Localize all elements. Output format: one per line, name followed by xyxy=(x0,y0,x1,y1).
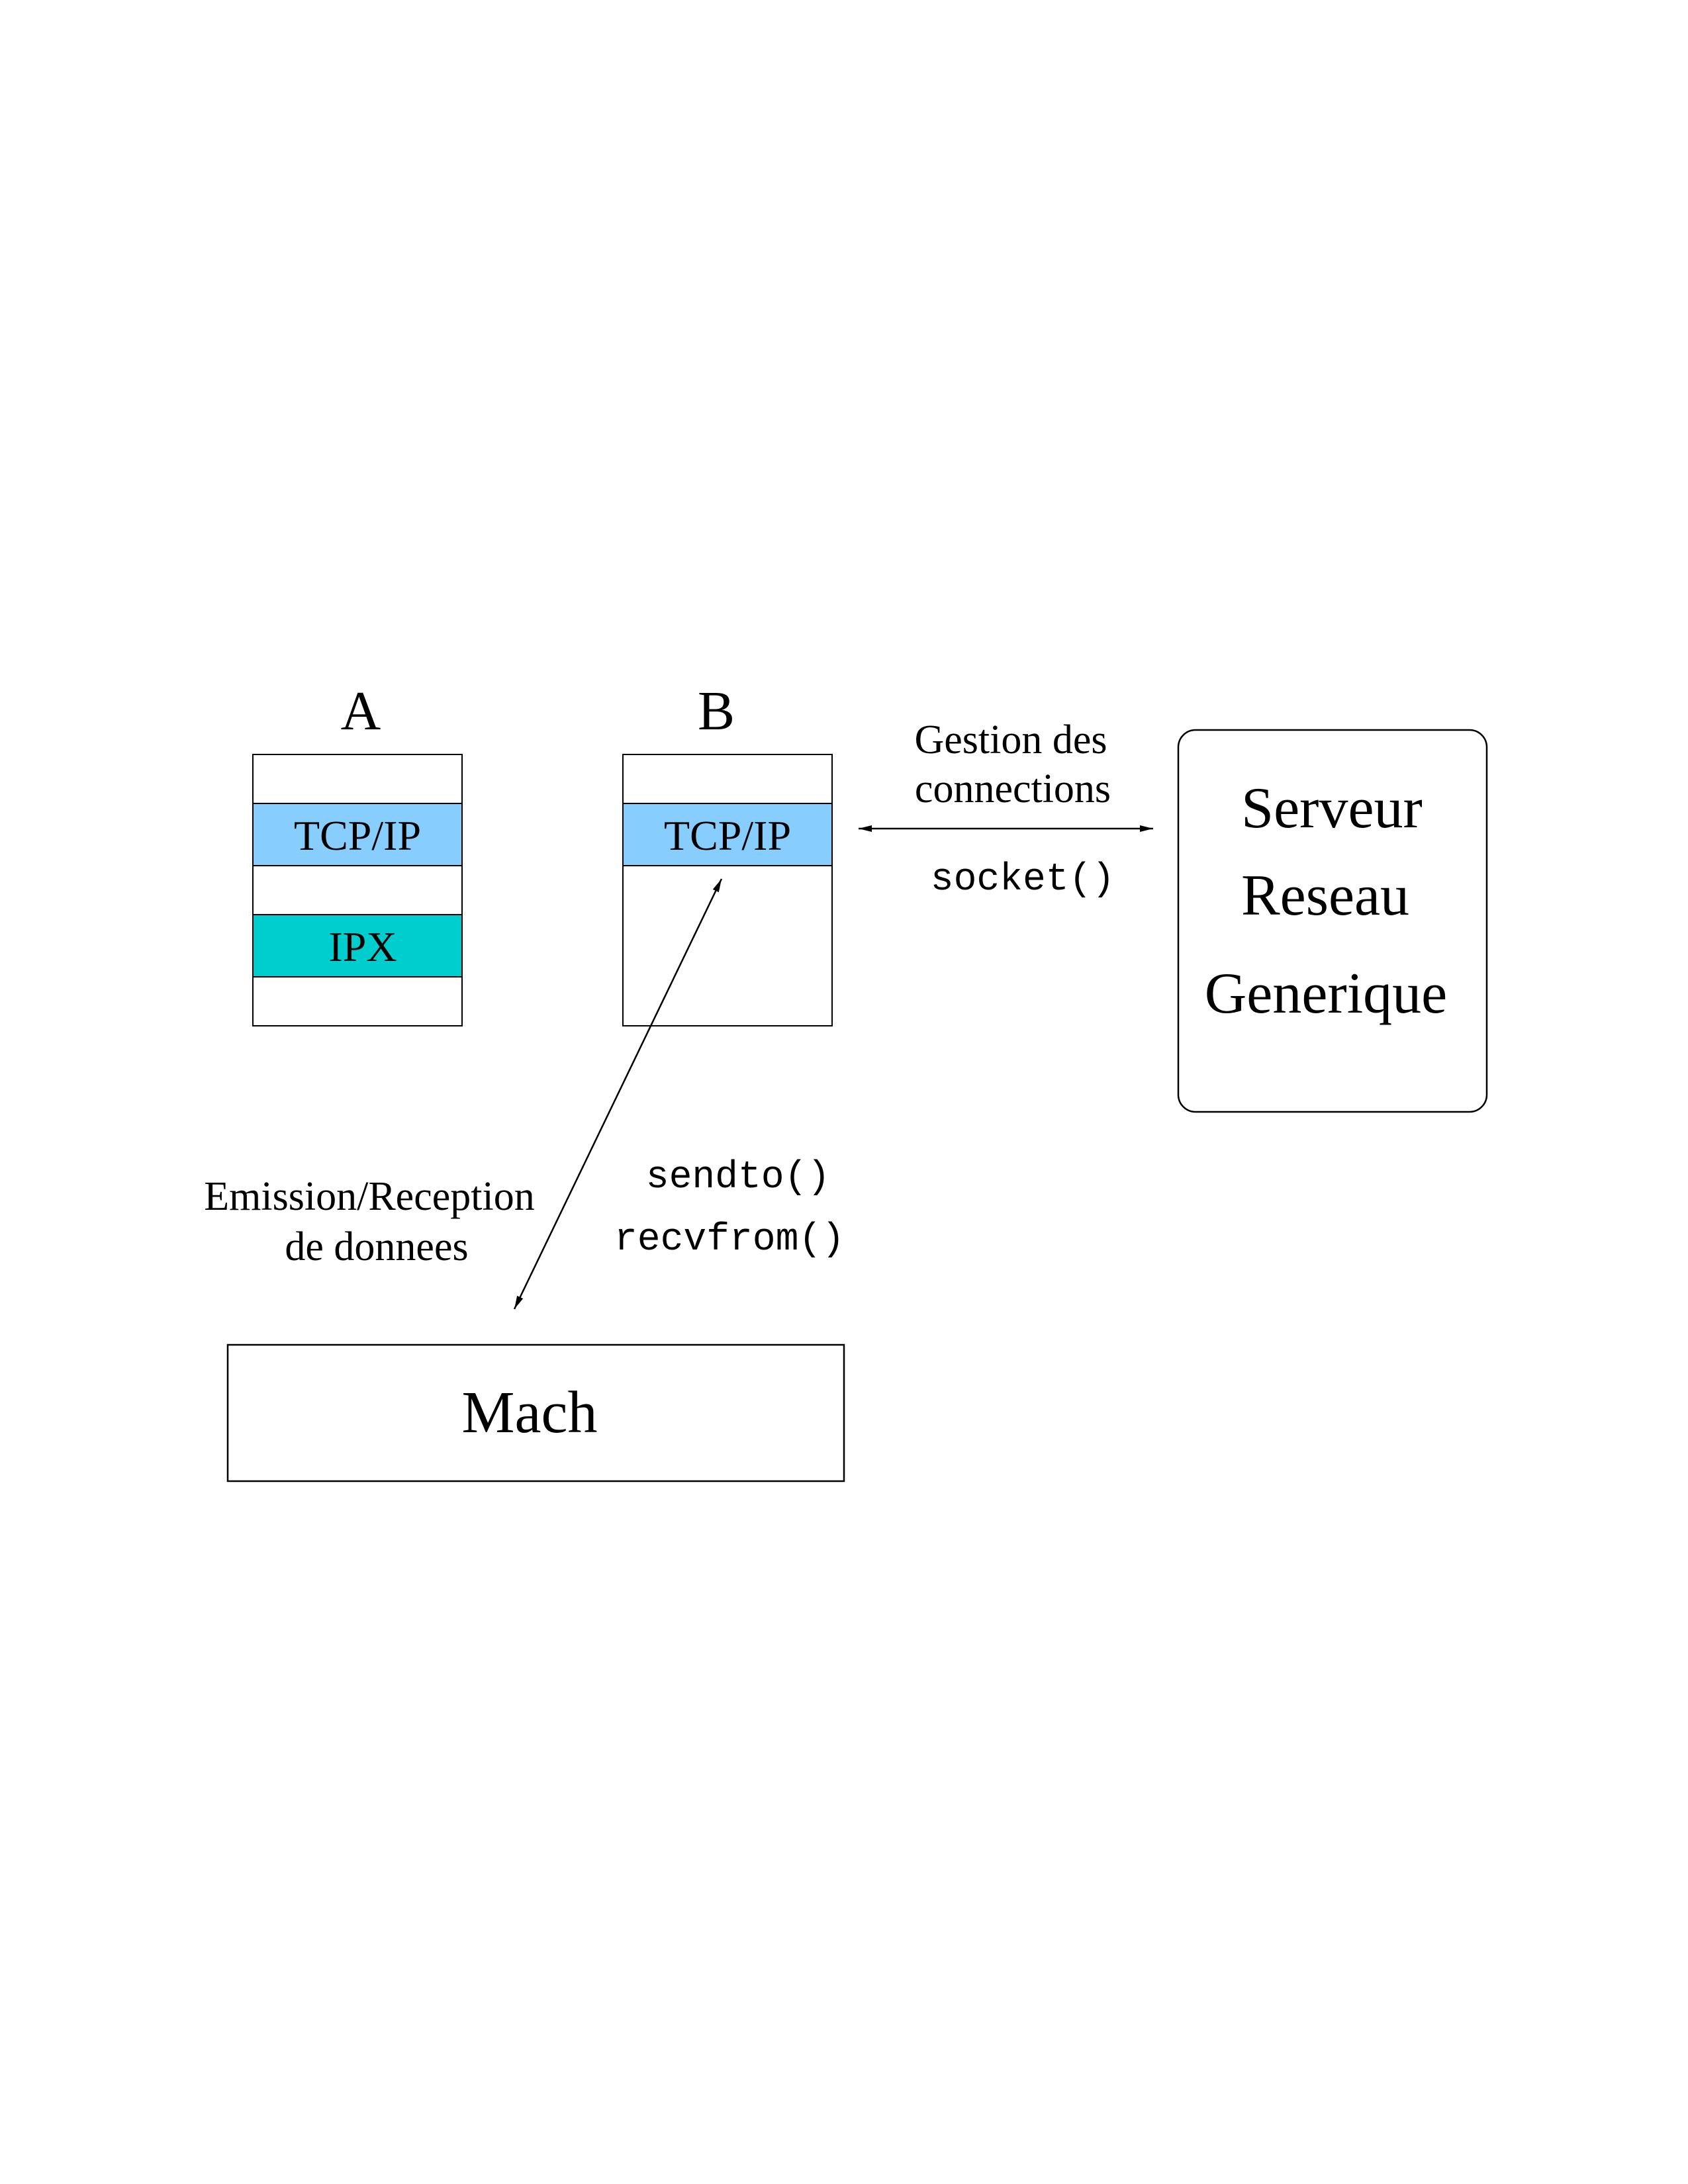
stack-b: B TCP/IP xyxy=(622,680,833,1026)
data-link: Emission/Reception de donnees sendto() r… xyxy=(204,878,845,1310)
stack-b-layer-tcpip xyxy=(622,803,833,866)
data-arrow xyxy=(513,878,723,1310)
server-frame xyxy=(1177,729,1488,1113)
stack-a-layer-ipx xyxy=(252,914,463,978)
connection-label-line2: connections xyxy=(915,766,1111,811)
connection-link: Gestion des connections socket() xyxy=(859,717,1153,901)
mach-box: Mach xyxy=(226,1343,845,1482)
mach-label: Mach xyxy=(462,1380,598,1445)
sendto-call-label: sendto() xyxy=(646,1156,830,1199)
server-label-line1: Serveur xyxy=(1241,776,1423,841)
stack-a-ipx-label: IPX xyxy=(328,923,397,970)
connection-label-line1: Gestion des xyxy=(914,717,1107,762)
stack-a-layer-bottom xyxy=(252,976,463,1026)
mach-frame xyxy=(226,1343,845,1482)
stack-a: A TCP/IP IPX xyxy=(252,680,463,1026)
data-label-line2: de donnees xyxy=(285,1224,468,1269)
stack-a-layer-middle xyxy=(252,865,463,915)
stack-a-layer-tcpip xyxy=(252,803,463,866)
stack-a-layer-top xyxy=(252,754,463,804)
data-label-line1: Emission/Reception xyxy=(204,1174,534,1219)
server-label-line3: Generique xyxy=(1205,962,1447,1026)
socket-call-label: socket() xyxy=(931,858,1115,901)
stack-b-tcpip-label: TCP/IP xyxy=(664,812,791,859)
server-label-line2: Reseau xyxy=(1241,864,1409,928)
stack-b-layer-top xyxy=(622,754,833,804)
stack-a-tcpip-label: TCP/IP xyxy=(294,812,421,859)
server-box: Serveur Reseau Generique xyxy=(1177,729,1488,1113)
stack-a-label: A xyxy=(341,680,381,742)
stack-b-label: B xyxy=(698,680,735,742)
stack-b-layer-bottom xyxy=(622,865,833,1026)
recvfrom-call-label: recvfrom() xyxy=(614,1218,845,1261)
